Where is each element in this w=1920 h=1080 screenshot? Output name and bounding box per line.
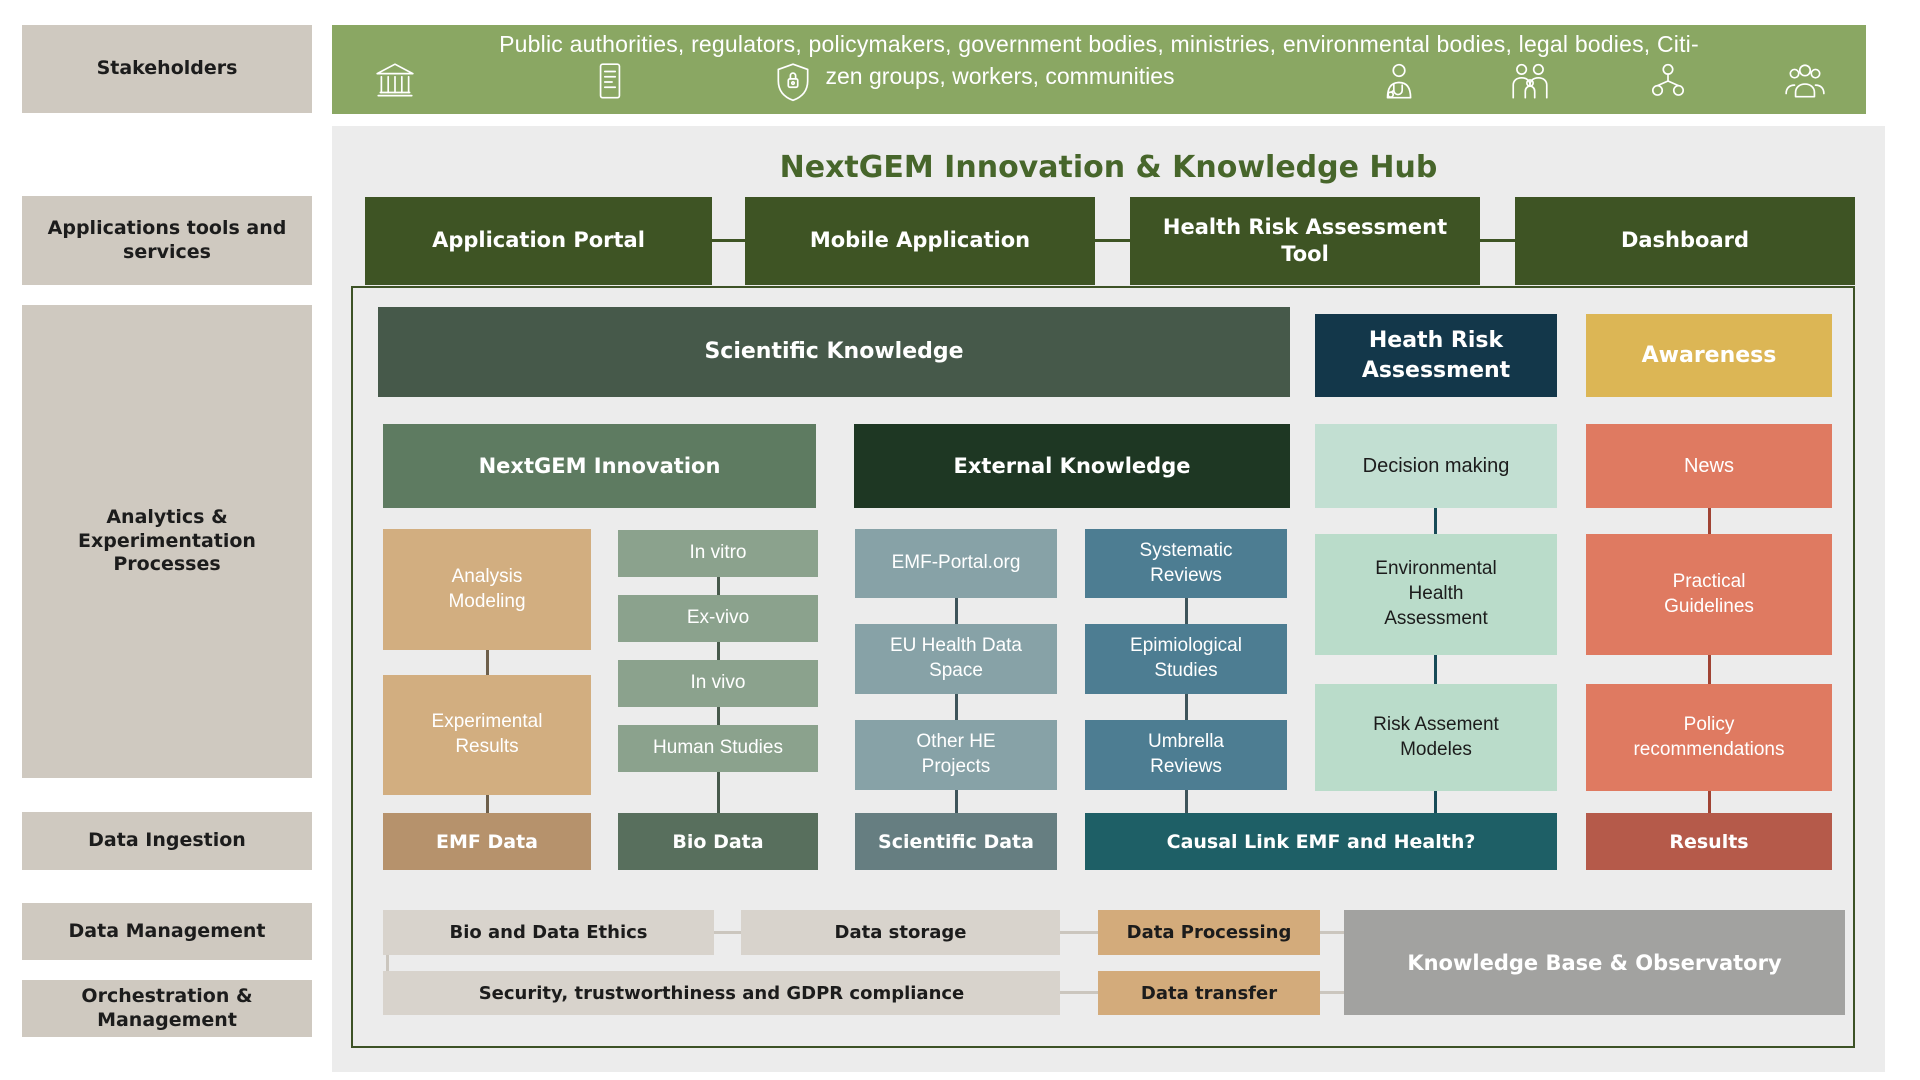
data-chip-scientific-data: Scientific Data	[855, 813, 1057, 870]
connector	[1320, 991, 1344, 994]
doctor-icon	[1376, 60, 1420, 104]
connector	[1434, 655, 1437, 684]
data-chip-results: Results	[1586, 813, 1832, 870]
chip-systematic-reviews: Systematic Reviews	[1085, 529, 1287, 598]
connector	[1434, 508, 1437, 534]
group-nextgem-innovation: NextGEM Innovation	[383, 424, 816, 508]
connector	[1708, 508, 1711, 534]
group-external-knowledge: External Knowledge	[854, 424, 1290, 508]
connector	[1060, 931, 1098, 934]
mgmt-security-gdpr: Security, trustworthiness and GDPR compl…	[383, 971, 1060, 1015]
app-button-mobile-application: Mobile Application	[745, 197, 1095, 285]
chip-decision-making: Decision making	[1315, 424, 1557, 508]
connector	[717, 707, 720, 725]
stakeholders-banner: Public authorities, regulators, policyma…	[332, 25, 1866, 114]
side-label-data-management: Data Management	[22, 903, 312, 960]
connector	[486, 795, 489, 813]
connector	[717, 577, 720, 595]
side-label-stakeholders: Stakeholders	[22, 25, 312, 113]
app-button-dashboard: Dashboard	[1515, 197, 1855, 285]
mgmt-data-storage: Data storage	[741, 910, 1060, 955]
chip-experimental-results: Experimental Results	[383, 675, 591, 795]
connector	[955, 790, 958, 813]
data-chip-bio-data: Bio Data	[618, 813, 818, 870]
chip-in-vitro: In vitro	[618, 530, 818, 577]
chip-ex-vivo: Ex-vivo	[618, 595, 818, 642]
chip-human-studies: Human Studies	[618, 725, 818, 772]
chip-environmental-health-assessment: Environmental Health Assessment	[1315, 534, 1557, 655]
connector	[1185, 598, 1188, 624]
chip-umbrella-reviews: Umbrella Reviews	[1085, 720, 1287, 790]
family-icon	[1508, 60, 1552, 104]
app-button-health-risk-tool: Health Risk Assessment Tool	[1130, 197, 1480, 285]
chip-practical-guidelines: Practical Guidelines	[1586, 534, 1832, 655]
mgmt-knowledge-base-observatory: Knowledge Base & Observatory	[1344, 910, 1845, 1015]
side-label-data-ingestion: Data Ingestion	[22, 812, 312, 870]
stakeholders-text-line2: zen groups, workers, communities	[825, 63, 1175, 89]
connector	[1060, 991, 1098, 994]
connector	[955, 694, 958, 720]
chip-news: News	[1586, 424, 1832, 508]
document-icon	[588, 60, 632, 104]
data-chip-causal-link: Causal Link EMF and Health?	[1085, 813, 1557, 870]
analytics-container	[351, 286, 1855, 1048]
connector	[717, 772, 720, 813]
chip-emf-portal: EMF-Portal.org	[855, 529, 1057, 598]
data-chip-emf-data: EMF Data	[383, 813, 591, 870]
chip-policy-recommendations: Policy recommendations	[1586, 684, 1832, 791]
connector	[1095, 239, 1130, 242]
connector	[955, 598, 958, 624]
mgmt-data-processing: Data Processing	[1098, 910, 1320, 955]
shield-lock-icon	[771, 60, 815, 104]
connector	[1185, 694, 1188, 720]
hub-title: NextGEM Innovation & Knowledge Hub	[779, 150, 1438, 185]
mgmt-bio-and-data-ethics: Bio and Data Ethics	[383, 910, 714, 955]
side-label-analytics: Analytics & Experimentation Processes	[22, 305, 312, 778]
connector	[712, 239, 745, 242]
chip-analysis-modeling: Analysis Modeling	[383, 529, 591, 650]
connector	[486, 650, 489, 675]
connector	[1185, 790, 1188, 813]
side-label-applications: Applications tools and services	[22, 196, 312, 285]
connector	[1434, 791, 1437, 813]
section-awareness: Awareness	[1586, 314, 1832, 397]
connector	[1320, 931, 1344, 934]
mgmt-data-transfer: Data transfer	[1098, 971, 1320, 1015]
connector	[1708, 655, 1711, 684]
chip-risk-assessment-models: Risk Assement Modeles	[1315, 684, 1557, 791]
chip-in-vivo: In vivo	[618, 660, 818, 707]
app-button-application-portal: Application Portal	[365, 197, 712, 285]
section-scientific-knowledge: Scientific Knowledge	[378, 307, 1290, 397]
chip-eu-health-data-space: EU Health Data Space	[855, 624, 1057, 694]
side-label-orchestration: Orchestration & Management	[22, 980, 312, 1037]
connector	[1708, 791, 1711, 813]
chip-epimiological-studies: Epimiological Studies	[1085, 624, 1287, 694]
chip-other-he-projects: Other HE Projects	[855, 720, 1057, 790]
connector	[714, 931, 741, 934]
institution-icon	[373, 60, 417, 104]
organization-icon	[1646, 60, 1690, 104]
community-icon	[1783, 60, 1827, 104]
section-heath-risk-assessment: Heath Risk Assessment	[1315, 314, 1557, 397]
connector	[717, 642, 720, 660]
stakeholders-text-line1: Public authorities, regulators, policyma…	[499, 31, 1699, 57]
connector	[1480, 239, 1515, 242]
connector	[386, 955, 389, 971]
